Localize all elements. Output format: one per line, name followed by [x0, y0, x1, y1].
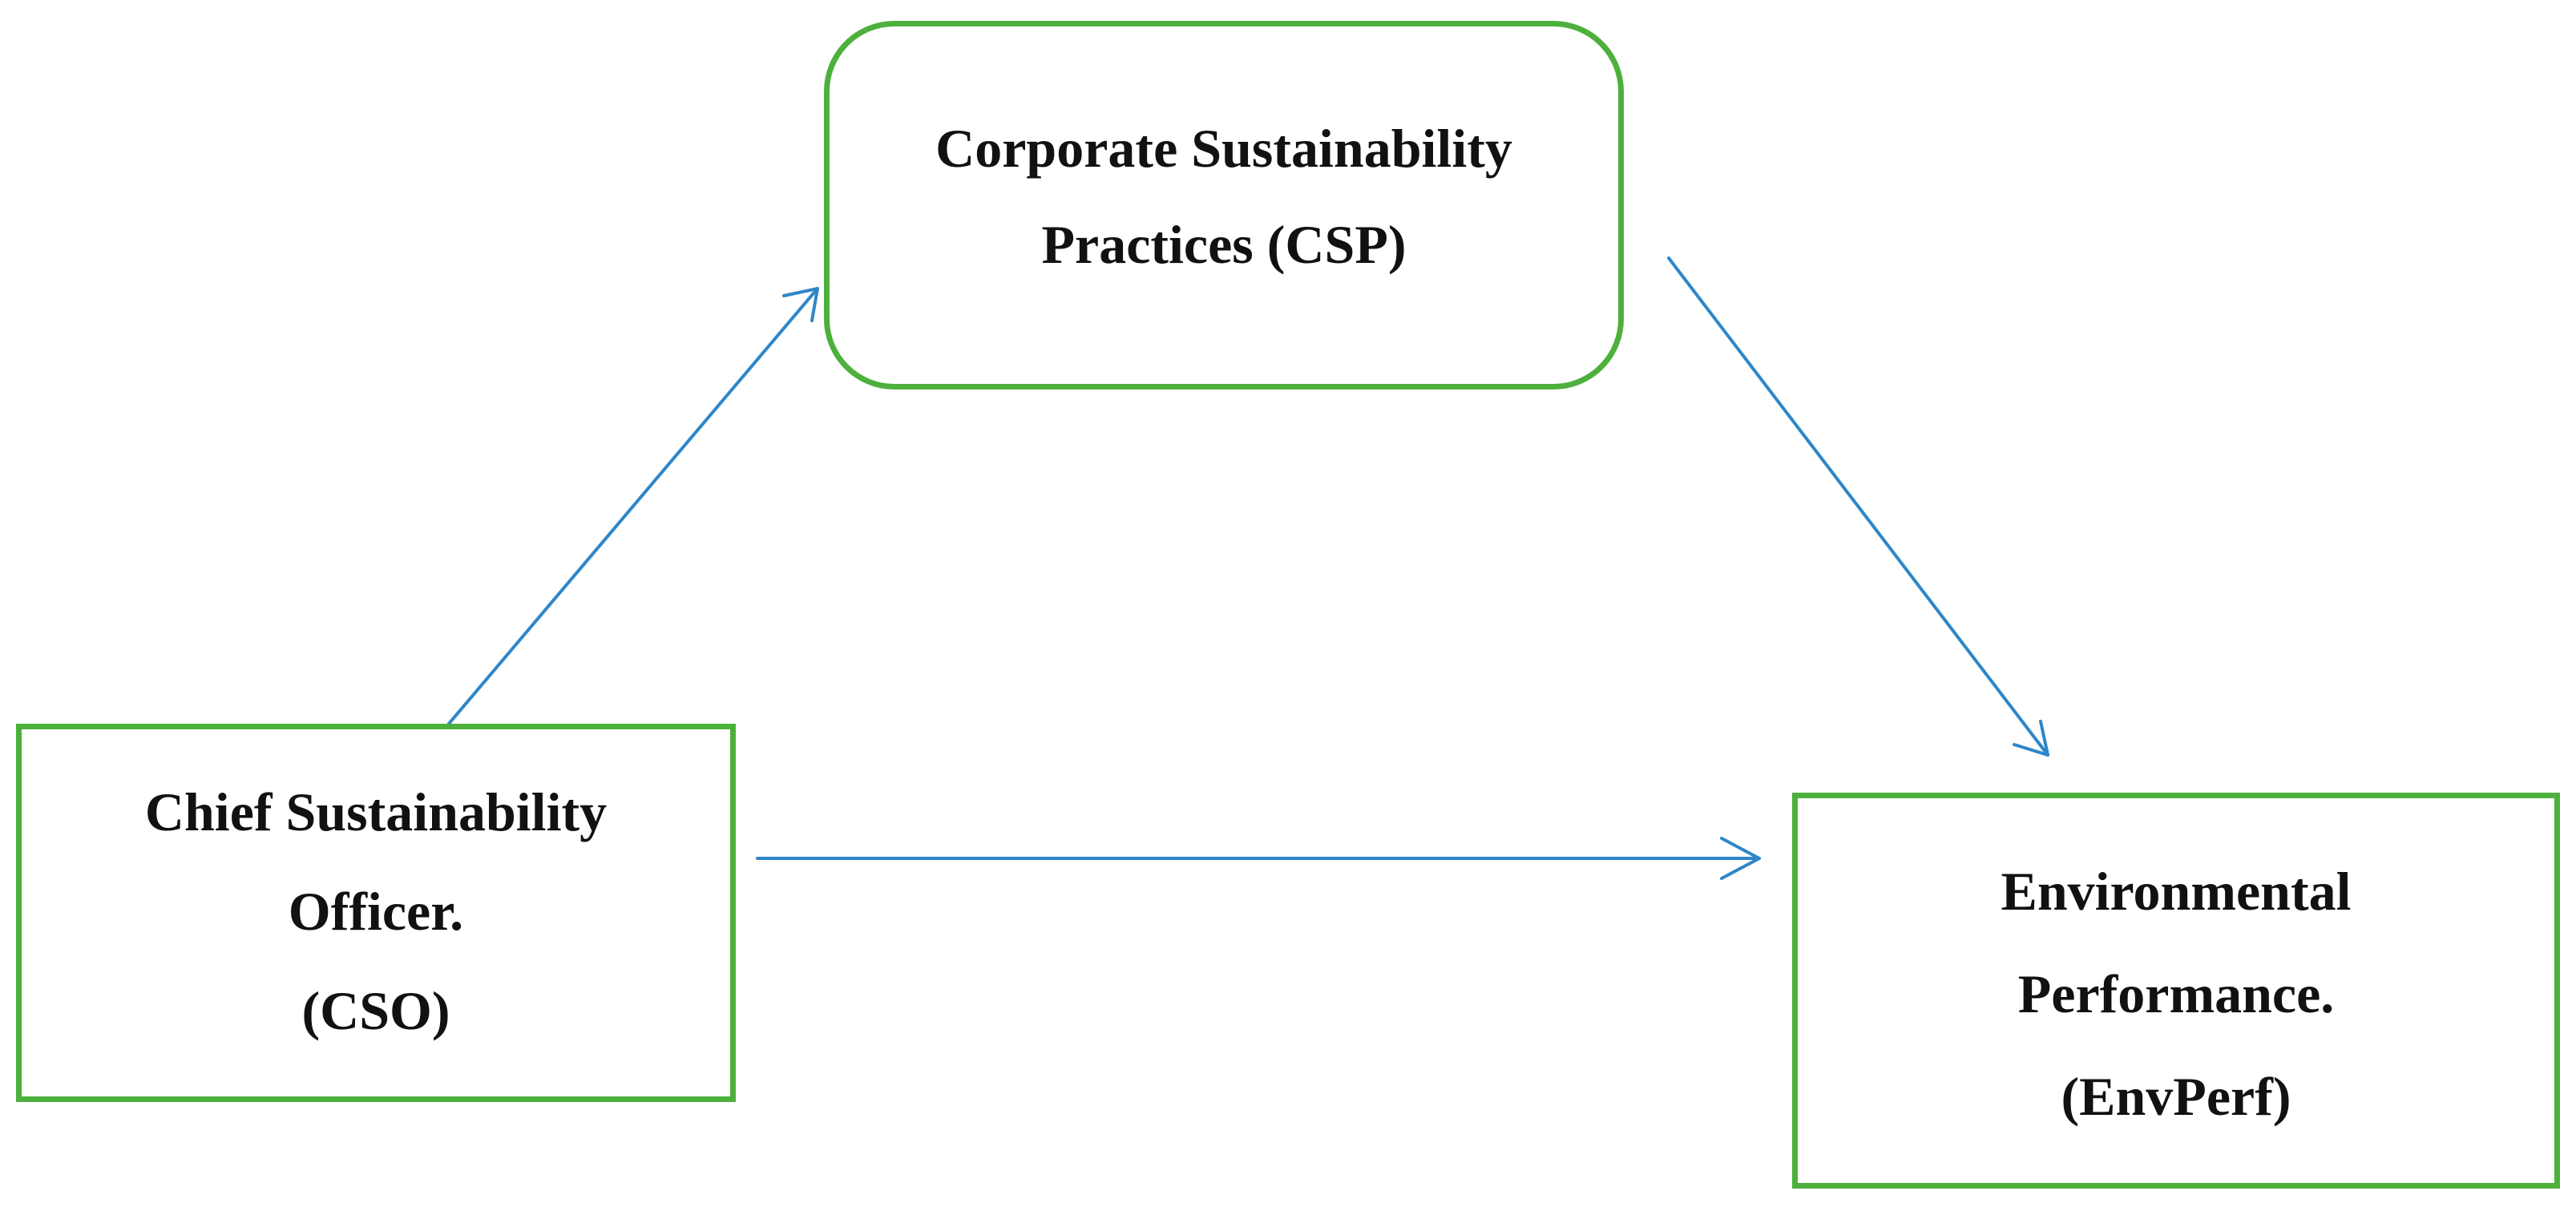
- node-label-line: Chief Sustainability: [144, 781, 608, 842]
- arrow-csp-to-env: [1667, 256, 2049, 757]
- node-label-line: Officer.: [288, 881, 464, 942]
- node-corporate-sustainability-practices: Corporate Sustainability Practices (CSP): [824, 21, 1624, 390]
- arrow-cso-to-csp: [447, 287, 819, 725]
- node-label-line: Corporate Sustainability: [935, 118, 1512, 179]
- node-label-line: Environmental: [2001, 861, 2352, 922]
- node-label-line: (EnvPerf): [2061, 1066, 2291, 1127]
- node-environmental-performance: Environmental Performance. (EnvPerf): [1792, 793, 2560, 1189]
- arrow-cso-to-env: [756, 837, 1761, 880]
- node-label-line: (CSO): [301, 980, 450, 1041]
- node-label-line: Practices (CSP): [1041, 214, 1407, 275]
- node-label-line: Performance.: [2017, 963, 2335, 1024]
- node-chief-sustainability-officer: Chief Sustainability Officer. (CSO): [16, 724, 736, 1102]
